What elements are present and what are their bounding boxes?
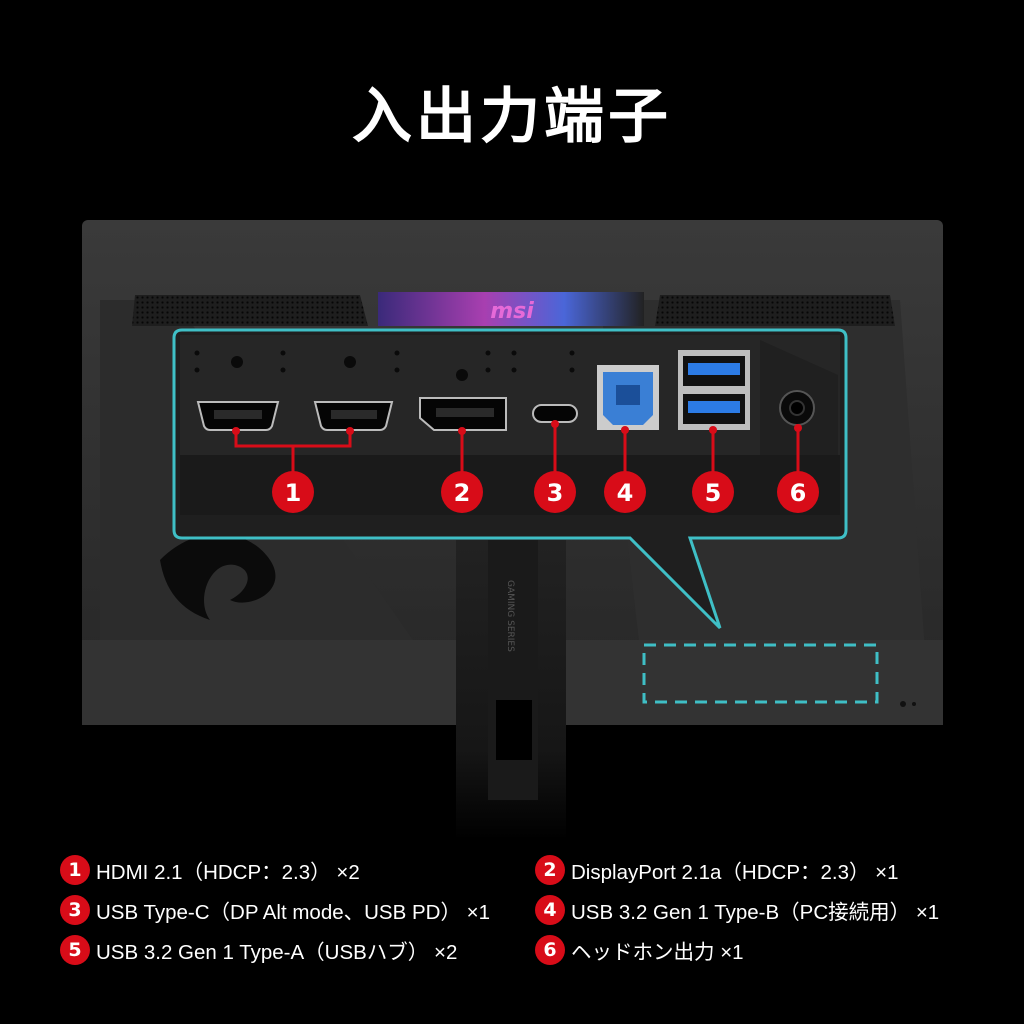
legend-item: 6 ヘッドホン出力 ×1 [535, 930, 990, 970]
legend-number: 5 [60, 935, 90, 965]
legend-label: HDMI 2.1（HDCP：2.3） ×2 [96, 861, 360, 884]
headphone-jack [779, 390, 815, 426]
legend-label: USB 3.2 Gen 1 Type-A（USBハブ） ×2 [96, 941, 458, 964]
legend-item: 1 HDMI 2.1（HDCP：2.3） ×2 [60, 850, 535, 890]
displayport-port [419, 397, 507, 431]
legend-item: 2 DisplayPort 2.1a（HDCP：2.3） ×1 [535, 850, 990, 890]
legend-number: 1 [60, 855, 90, 885]
legend-label: USB 3.2 Gen 1 Type-B（PC接続用） ×1 [571, 901, 940, 924]
svg-text:1: 1 [285, 479, 302, 507]
leader-lines [234, 422, 800, 472]
indicator-dot [900, 701, 906, 707]
legend-label: ヘッドホン出力 ×1 [571, 941, 744, 964]
badge-4: 4 [604, 471, 646, 513]
usb-c-port [532, 404, 578, 423]
speaker-grill-left [132, 295, 368, 326]
indicator-dot [912, 702, 916, 706]
panel-screws [194, 350, 575, 381]
legend-number: 4 [535, 895, 565, 925]
legend-item: 3 USB Type-C（DP Alt mode、USB PD） ×1 [60, 890, 535, 930]
legend-label: USB Type-C（DP Alt mode、USB PD） ×1 [96, 901, 491, 924]
hdmi-port-1 [196, 401, 280, 431]
leader-dots [232, 420, 802, 435]
dragon-logo [160, 533, 276, 620]
legend-number: 2 [535, 855, 565, 885]
page-title: 入出力端子 [352, 82, 672, 152]
badge-5: 5 [692, 471, 734, 513]
svg-text:5: 5 [705, 479, 722, 507]
legend-number: 3 [60, 895, 90, 925]
stand-label: GAMING SERIES [505, 580, 515, 652]
badge-2: 2 [441, 471, 483, 513]
legend-number: 6 [535, 935, 565, 965]
port-legend: 1 HDMI 2.1（HDCP：2.3） ×2 2 DisplayPort 2.… [60, 850, 990, 980]
badge-1: 1 [272, 471, 314, 513]
hdmi-port-2 [313, 401, 394, 431]
svg-text:4: 4 [617, 479, 634, 507]
legend-label: DisplayPort 2.1a（HDCP：2.3） ×1 [571, 861, 899, 884]
speaker-grill-right [655, 295, 895, 326]
callout-target-area [642, 643, 879, 704]
usb-a-ports [678, 350, 750, 430]
legend-item: 4 USB 3.2 Gen 1 Type-B（PC接続用） ×1 [535, 890, 990, 930]
legend-item: 5 USB 3.2 Gen 1 Type-A（USBハブ） ×2 [60, 930, 535, 970]
svg-text:6: 6 [790, 479, 807, 507]
badge-3: 3 [534, 471, 576, 513]
msi-logo: msi [490, 299, 534, 324]
svg-text:2: 2 [454, 479, 471, 507]
badge-6: 6 [777, 471, 819, 513]
svg-text:3: 3 [547, 479, 564, 507]
monitor-rear-photo: msi GAMING SERIES [82, 220, 943, 840]
rgb-light-bar [378, 292, 644, 326]
usb-b-port [597, 365, 659, 430]
cable-clip [496, 700, 532, 760]
